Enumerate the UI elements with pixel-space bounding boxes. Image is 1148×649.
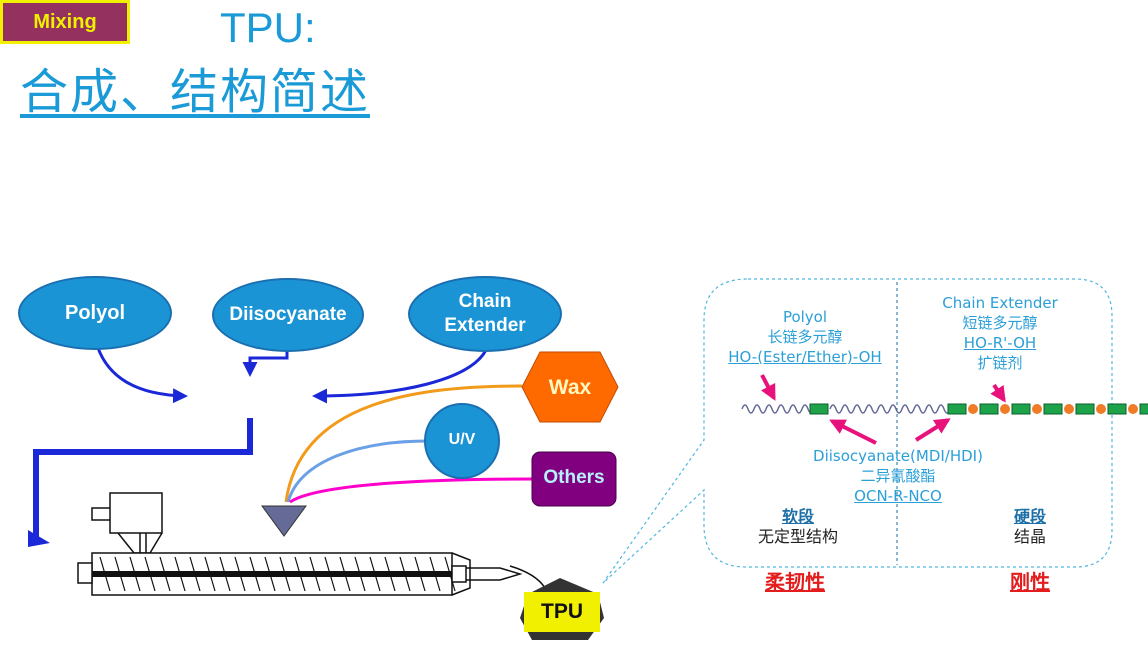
chain-extender-role: 扩链剂 [977, 354, 1023, 372]
screw-flight [294, 556, 306, 592]
polyol-formula: HO-(Ester/Ether)-OH [728, 348, 882, 366]
screw-flight [279, 556, 291, 592]
screw-flight [189, 556, 201, 592]
wax-label: Wax [548, 376, 592, 399]
diisocyanate-formula: OCN-R-NCO [854, 487, 942, 505]
hard-segment-block [947, 403, 967, 415]
chain-extender-bead [1032, 404, 1042, 414]
diisocyanate-cn: 二异氰酸酯 [860, 467, 936, 485]
diisocyanate-node: Diisocyanate [212, 278, 364, 352]
chain-extender-name: Chain Extender [942, 294, 1058, 312]
screw-flight [264, 556, 276, 592]
hard-segment-block [1043, 403, 1063, 415]
chain-extender-caption: Chain Extender 短链多元醇 HO-R'-OH 扩链剂 [906, 293, 1094, 373]
chain-extender-bead [1096, 404, 1106, 414]
chain-extender-node: Chain Extender [408, 276, 562, 352]
polyol-arrow [96, 347, 188, 404]
mixing-label: Mixing [33, 10, 97, 33]
chain-extender-bead [1128, 404, 1138, 414]
polyol-caption: Polyol 长链多元醇 HO-(Ester/Ether)-OH [712, 307, 898, 367]
mixing-output-arrowhead [28, 530, 50, 547]
hard-segment-block [1107, 403, 1127, 415]
uv-circle [424, 403, 500, 479]
soft-segment-wave [741, 404, 815, 414]
chain-extender-label-line1: Chain [458, 291, 512, 312]
extruder-screw [99, 556, 456, 592]
screw-flight [414, 556, 426, 592]
screw-flight [204, 556, 216, 592]
tpu-label: TPU [541, 600, 583, 623]
hard-segment-desc: 结晶 [1013, 527, 1046, 546]
diisocyanate-arrow [242, 350, 289, 377]
polyol-name: Polyol [782, 308, 828, 326]
wax-curve [284, 384, 523, 503]
screw-flight [249, 556, 261, 592]
page-title-line1: TPU: [220, 4, 316, 51]
soft-property: 柔韧性 [765, 570, 825, 594]
page-title-line2: 合成、结构简述 [20, 64, 371, 120]
soft-segment-wave [829, 404, 951, 414]
hard-segment-title: 硬段 [1013, 507, 1046, 526]
others-label: Others [543, 467, 605, 488]
diisocyanate-caption: Diisocyanate(MDI/HDI) 二异氰酸酯 OCN-R-NCO [790, 446, 1006, 506]
wax-hexagon [521, 351, 619, 423]
hard-segment-block [809, 403, 829, 415]
uv-label: U/V [448, 431, 476, 448]
screw-flight [144, 556, 156, 592]
screw-flight [339, 556, 351, 592]
hard-segment-block: 硬段 结晶 [980, 507, 1080, 547]
screw-flight [99, 556, 111, 592]
screw-flight [219, 556, 231, 592]
screw-flight [369, 556, 381, 592]
extruder [77, 492, 546, 596]
diisocyanate-label: Diisocyanate [229, 304, 347, 325]
hard-segment-block [1075, 403, 1095, 415]
hard-property: 刚性 [1010, 570, 1050, 594]
chain-extender-arrow [312, 349, 488, 404]
chain-extender-bead [1000, 404, 1010, 414]
mixing-box: Mixing [0, 0, 130, 44]
polyol-node: Polyol [18, 276, 172, 350]
chain-extender-formula: HO-R'-OH [963, 334, 1037, 352]
soft-segment-title: 软段 [781, 507, 814, 526]
screw-flight [159, 556, 171, 592]
tpu-box [524, 592, 600, 632]
screw-flight [309, 556, 321, 592]
screw-flight [399, 556, 411, 592]
chain-extender-pointer [990, 383, 1006, 403]
hard-segment-block [979, 403, 999, 415]
structure-callout [602, 278, 1113, 584]
others-box [531, 451, 617, 507]
soft-segment-desc: 无定型结构 [757, 527, 838, 546]
diisocyanate-pointer-left [829, 419, 877, 445]
screw-flight [384, 556, 396, 592]
screw-flight [354, 556, 366, 592]
polyol-cn: 长链多元醇 [767, 328, 843, 346]
chain-extender-label-line2: Extender [444, 315, 526, 336]
screw-flight [324, 556, 336, 592]
diisocyanate-name: Diisocyanate(MDI/HDI) [813, 447, 983, 465]
soft-segment-block: 软段 无定型结构 [740, 507, 856, 547]
chain-extender-cn: 短链多元醇 [962, 314, 1038, 332]
screw-flight [174, 556, 186, 592]
polymer-chain [741, 403, 1148, 415]
others-curve [289, 477, 533, 504]
chain-extender-bead [1064, 404, 1074, 414]
screw-flight [129, 556, 141, 592]
feed-funnel [261, 505, 307, 537]
hard-segment-block [1139, 403, 1148, 415]
uv-curve [286, 439, 429, 503]
polyol-pointer [760, 374, 776, 401]
polyol-label: Polyol [64, 302, 125, 324]
screw-flight [429, 556, 441, 592]
mixing-output-line [33, 418, 253, 538]
screw-flight [234, 556, 246, 592]
chain-extender-bead [968, 404, 978, 414]
screw-flight [444, 556, 456, 592]
diisocyanate-pointer-right [914, 418, 951, 442]
screw-flight [114, 556, 126, 592]
hard-segment-block [1011, 403, 1031, 415]
